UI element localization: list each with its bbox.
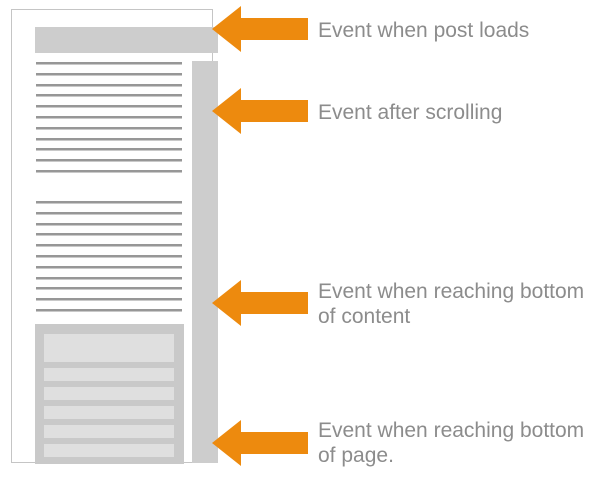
arrow-left-icon <box>212 420 308 466</box>
comment-row-placeholder <box>44 334 174 362</box>
arrow-left-icon <box>212 280 308 326</box>
annotation-label-bottom-of-page: Event when reaching bottom of page. <box>318 419 585 467</box>
text-line <box>36 244 182 248</box>
text-line <box>36 62 182 65</box>
annotation-label-post-loads: Event when post loads <box>318 19 530 42</box>
post-paragraph-lines <box>36 201 182 312</box>
text-line <box>36 298 182 302</box>
arrow-left-icon <box>212 88 308 134</box>
comment-row-placeholder <box>44 406 174 419</box>
text-line <box>36 222 182 226</box>
post-paragraph-lines <box>36 62 182 173</box>
text-line <box>36 115 182 119</box>
arrow-left-icon <box>212 6 308 52</box>
text-line <box>36 72 182 76</box>
text-line <box>36 94 182 98</box>
text-line <box>36 201 182 204</box>
comment-row-placeholder <box>44 387 174 400</box>
comment-row-placeholder <box>44 425 174 438</box>
sidebar-placeholder <box>192 61 218 463</box>
text-line <box>36 105 182 109</box>
text-line <box>36 211 182 215</box>
text-line <box>36 265 182 269</box>
text-line <box>36 137 182 141</box>
text-line <box>36 308 182 312</box>
comment-row-placeholder <box>44 368 174 381</box>
text-line <box>36 169 182 173</box>
text-line <box>36 254 182 258</box>
text-line <box>36 126 182 130</box>
text-line <box>36 276 182 280</box>
annotation-label-bottom-of-content: Event when reaching bottom of content <box>318 280 585 328</box>
post-title-placeholder <box>35 27 218 53</box>
text-line <box>36 159 182 163</box>
text-line <box>36 148 182 152</box>
annotation-label-after-scrolling: Event after scrolling <box>318 101 503 124</box>
text-line <box>36 287 182 291</box>
comments-section-placeholder <box>35 324 184 464</box>
comment-row-placeholder <box>44 444 174 457</box>
webpage-wireframe <box>11 9 218 464</box>
text-line <box>36 83 182 87</box>
text-line <box>36 233 182 237</box>
